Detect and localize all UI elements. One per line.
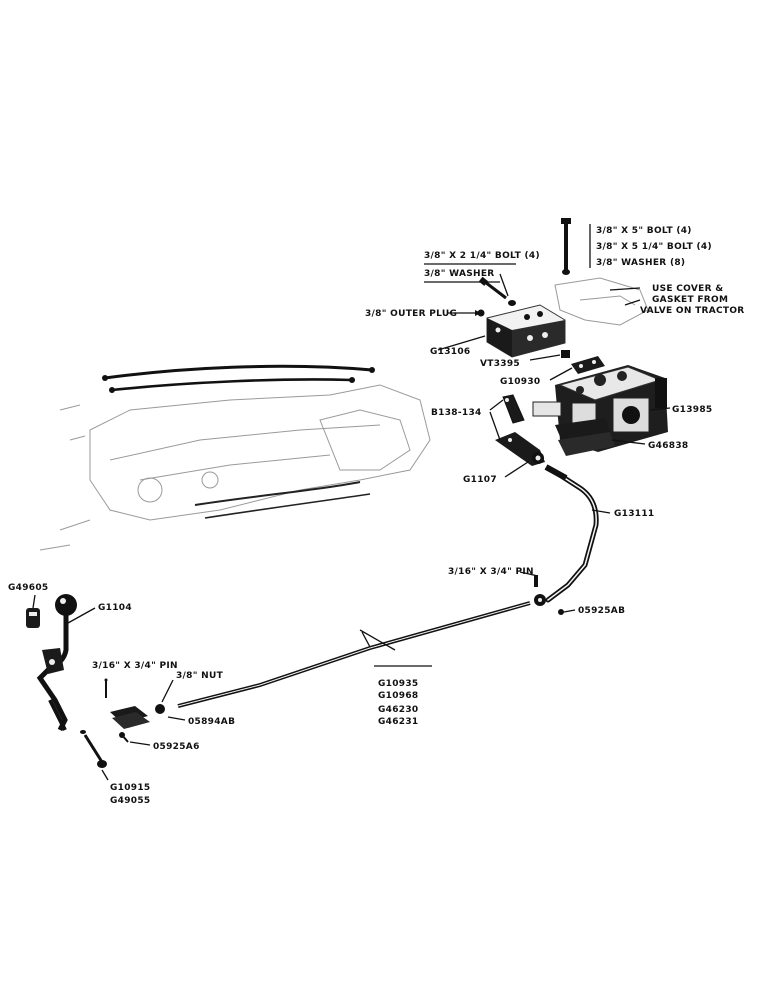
label-cover-1: USE COVER &: [652, 284, 723, 294]
outer-plug: [447, 309, 485, 317]
label-pin-left: 3/16" X 3/4" PIN: [92, 661, 178, 671]
label-g13985: G13985: [672, 405, 713, 415]
label-g1104: G1104: [98, 603, 132, 613]
label-g10915: G10915: [110, 783, 151, 793]
label-g13111: G13111: [614, 509, 655, 519]
cover-gasket-outline: [554, 277, 649, 326]
leader-lines: [32, 273, 671, 781]
label-outer-plug: 3/8" OUTER PLUG: [365, 309, 457, 319]
long-bolt: [561, 218, 571, 275]
nut-vt3395: [561, 350, 570, 358]
label-bolt-5in: 3/8" X 5" BOLT (4): [596, 226, 692, 236]
valve-block: [486, 304, 566, 358]
label-pin-right: 3/16" X 3/4" PIN: [448, 567, 534, 577]
label-rod-1: G10935: [378, 679, 419, 689]
small-bolt: [478, 276, 516, 306]
pivot-pin: [80, 730, 107, 768]
spacer-plate: [571, 356, 605, 374]
label-rod-2: G10968: [378, 691, 419, 701]
label-washer-8: 3/8" WASHER (8): [596, 258, 685, 268]
label-g10930: G10930: [500, 377, 541, 387]
label-cover-2: GASKET FROM: [652, 295, 728, 305]
label-05894ab: 05894AB: [188, 717, 235, 727]
label-rod-4: G46231: [378, 717, 419, 727]
label-05925a6: 05925A6: [153, 742, 200, 752]
part-labels: 3/8" X 5" BOLT (4) 3/8" X 5 1/4" BOLT (4…: [8, 226, 745, 806]
rod-g13111: [544, 464, 599, 603]
label-g13106: G13106: [430, 347, 471, 357]
label-cover-3: VALVE ON TRACTOR: [640, 306, 745, 316]
label-g49605: G49605: [8, 583, 49, 593]
label-g49055: G49055: [110, 796, 151, 806]
lever-g1107: [495, 432, 545, 466]
long-rod: [177, 601, 531, 708]
tractor-background: [39, 384, 431, 551]
hydraulic-hoses: [102, 364, 375, 519]
label-washer: 3/8" WASHER: [424, 269, 495, 279]
control-valve: [532, 365, 668, 452]
label-g46838: G46838: [648, 441, 689, 451]
label-b138-134: B138-134: [431, 408, 482, 418]
label-rod-3: G46230: [378, 705, 419, 715]
clevis-right: [534, 575, 564, 615]
label-g1107: G1107: [463, 475, 497, 485]
clevis-left: [104, 678, 165, 743]
label-05925ab: 05925AB: [578, 606, 625, 616]
link-b138: [502, 394, 525, 424]
label-vt3395: VT3395: [480, 359, 520, 369]
label-nut: 3/8" NUT: [176, 671, 224, 681]
hand-lever: [36, 594, 77, 732]
label-bolt-5-25in: 3/8" X 5 1/4" BOLT (4): [596, 242, 712, 252]
label-bolt-2-25in: 3/8" X 2 1/4" BOLT (4): [424, 251, 540, 261]
valve-gasket: [555, 418, 615, 456]
lever-knob: [26, 608, 40, 628]
